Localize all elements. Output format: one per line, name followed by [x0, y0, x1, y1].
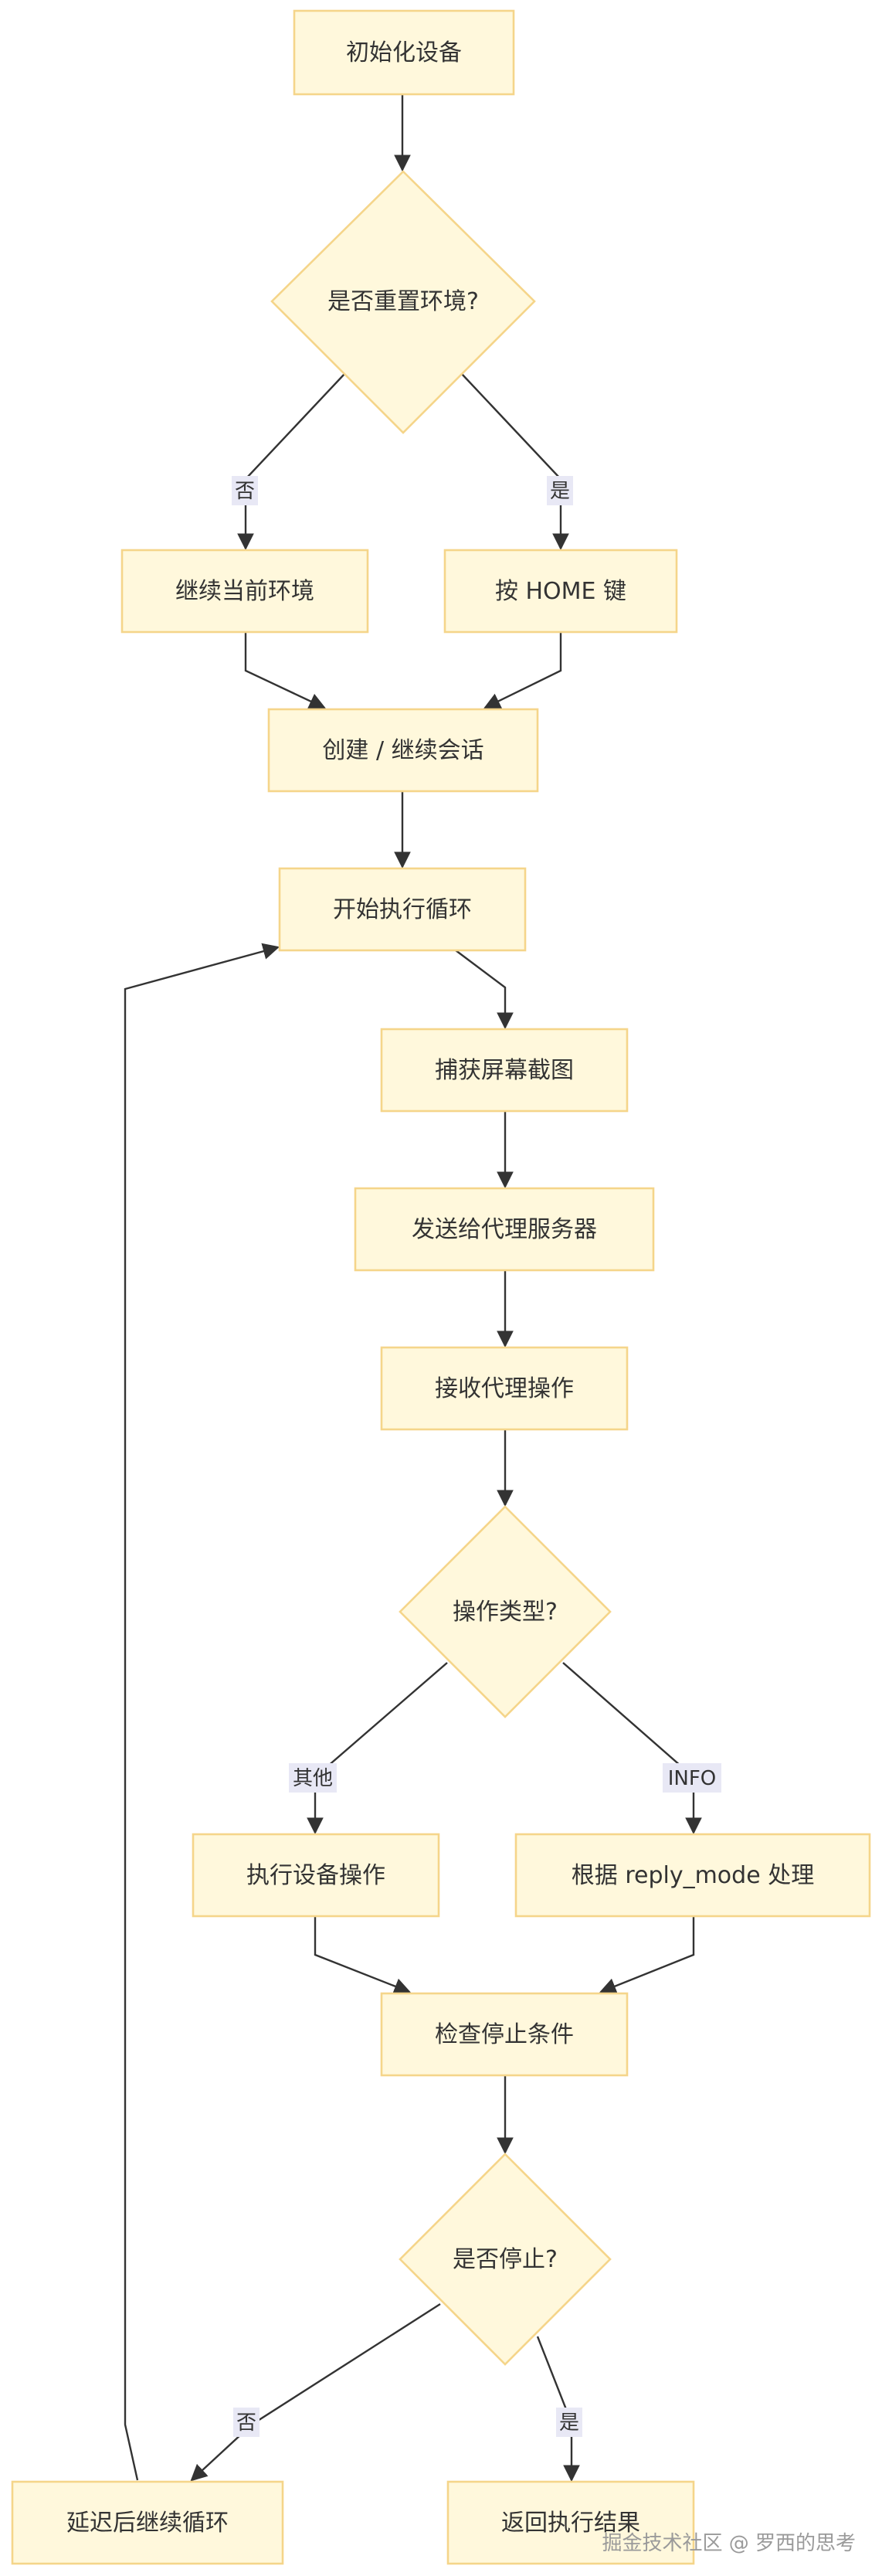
edge-reply-mode-to-check	[599, 1916, 695, 1994]
node-receive-action: 接收代理操作	[380, 1346, 629, 1431]
edge-label-info: INFO	[668, 1767, 717, 1790]
node-reset-env-decision: 是否重置环境?	[270, 170, 536, 434]
node-delay-continue-label: 延迟后继续循环	[66, 2510, 229, 2537]
edge-label-yes-reset: 是	[550, 480, 570, 503]
node-return-result: 返回执行结果	[446, 2480, 695, 2565]
node-continue-env: 继续当前环境	[120, 549, 369, 634]
node-start-loop: 开始执行循环	[278, 867, 527, 952]
node-create-session: 创建 / 继续会话	[267, 708, 539, 793]
node-send-to-agent: 发送给代理服务器	[354, 1187, 655, 1272]
edge-loop-to-capture	[455, 950, 514, 1030]
edge-label-yes-stop: 是	[559, 2411, 579, 2435]
watermark: 掘金技术社区 @ 罗西的思考	[602, 2532, 856, 2555]
node-stop-decision-label: 是否停止?	[453, 2246, 558, 2273]
node-init-device-label: 初始化设备	[346, 39, 462, 66]
node-action-type-decision-label: 操作类型?	[453, 1599, 558, 1626]
node-handle-reply-mode: 根据 reply_mode 处理	[514, 1833, 871, 1918]
edge-action-type-to-reply-mode	[562, 1662, 702, 1835]
node-check-stop-label: 检查停止条件	[435, 2021, 574, 2048]
edge-reset-to-continue-env	[237, 373, 345, 551]
node-capture-screenshot-label: 捕获屏幕截图	[435, 1057, 574, 1084]
node-press-home: 按 HOME 键	[443, 549, 678, 634]
node-create-session-label: 创建 / 继续会话	[322, 737, 483, 764]
node-delay-continue: 延迟后继续循环	[11, 2480, 284, 2565]
node-capture-screenshot: 捕获屏幕截图	[380, 1028, 629, 1113]
edge-label-bg-yes-reset	[547, 476, 573, 505]
node-reset-env-decision-label: 是否重置环境?	[327, 288, 479, 315]
node-init-device: 初始化设备	[293, 9, 515, 96]
node-continue-env-label: 继续当前环境	[175, 578, 314, 605]
edge-label-bg-no-reset	[232, 476, 258, 505]
node-start-loop-label: 开始执行循环	[333, 896, 472, 923]
node-send-to-agent-label: 发送给代理服务器	[412, 1216, 597, 1243]
edge-stop-to-delay	[190, 2302, 441, 2482]
edge-delay-back-to-loop	[124, 943, 280, 2481]
edge-label-bg-other	[289, 1763, 337, 1793]
node-return-result-label: 返回执行结果	[501, 2510, 640, 2537]
edge-labels: 否 是 其他 INFO 否 是	[232, 476, 721, 2437]
edge-continue-env-to-session	[244, 632, 326, 709]
node-execute-device-action-label: 执行设备操作	[246, 1862, 385, 1889]
edge-execute-to-check	[314, 1916, 412, 1994]
edge-action-type-to-execute	[307, 1662, 448, 1835]
node-stop-decision: 是否停止?	[399, 2153, 612, 2366]
edge-reset-to-press-home	[461, 373, 569, 551]
node-action-type-decision: 操作类型?	[399, 1505, 612, 1718]
edge-label-bg-info	[663, 1763, 721, 1793]
edge-label-bg-yes-stop	[556, 2408, 582, 2437]
node-check-stop: 检查停止条件	[380, 1992, 629, 2077]
node-execute-device-action: 执行设备操作	[192, 1833, 440, 1918]
edge-label-bg-no-stop	[233, 2408, 260, 2437]
node-handle-reply-mode-label: 根据 reply_mode 处理	[572, 1862, 814, 1889]
edges	[124, 94, 702, 2483]
edge-press-home-to-session	[483, 632, 562, 709]
edge-label-no-stop: 否	[236, 2411, 256, 2435]
edge-label-no-reset: 否	[235, 480, 255, 503]
nodes: 初始化设备 是否重置环境? 继续当前环境 按 HOME 键 创建 / 继续会话 …	[11, 9, 871, 2565]
node-receive-action-label: 接收代理操作	[435, 1375, 574, 1402]
node-press-home-label: 按 HOME 键	[495, 578, 626, 605]
edge-label-other: 其他	[293, 1767, 333, 1790]
